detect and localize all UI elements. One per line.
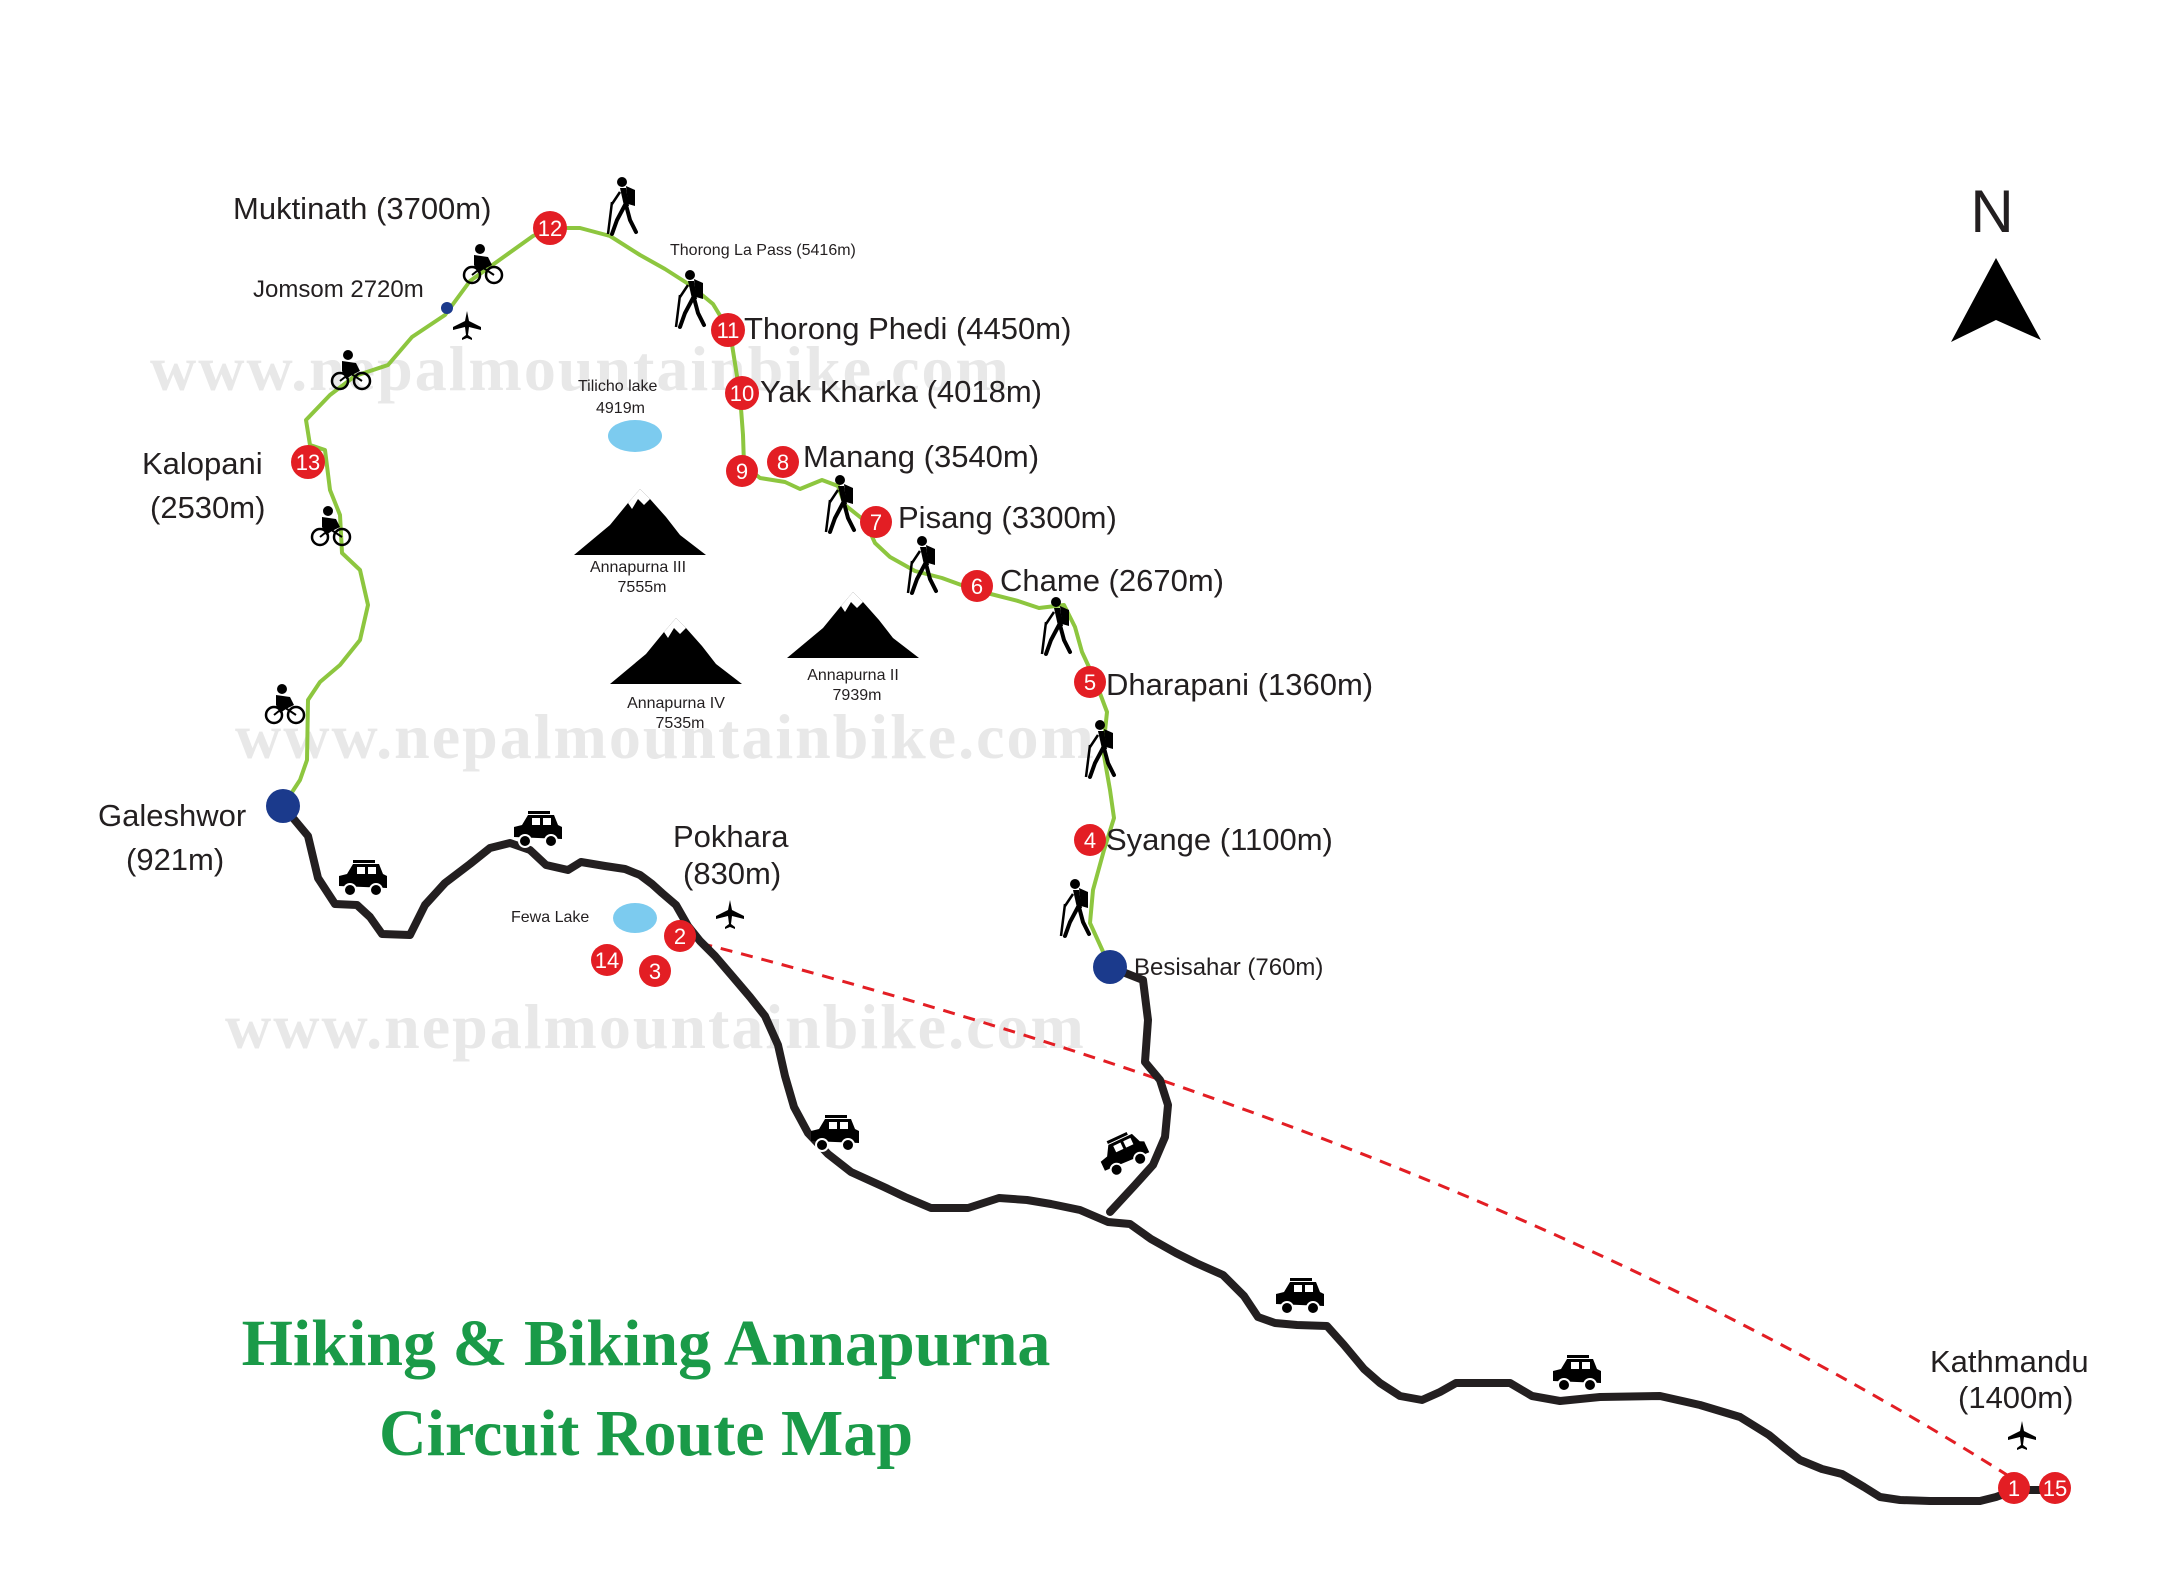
label-thorong-la: Thorong La Pass (5416m) [670,242,856,259]
cyclist-icon [310,504,352,547]
svg-text:9: 9 [736,459,748,484]
label-kalopani: Kalopani [142,446,263,481]
mountain-icon [787,592,919,658]
day-marker: 9 [726,455,758,487]
svg-text:7: 7 [870,510,882,535]
jeep-icon [338,859,388,897]
mountain-icon [610,618,742,684]
day-marker: 12 [533,211,567,245]
label-tilicho-alt: 4919m [596,400,645,417]
svg-text:11: 11 [717,318,740,343]
north-arrow-icon [1951,258,2041,342]
svg-text:10: 10 [730,381,754,406]
map-title-line1: Hiking & Biking Annapurna [242,1307,1051,1380]
hiker-icon [906,534,938,595]
tilicho-lake-icon [608,420,662,452]
label-tilicho: Tilicho lake [578,378,658,395]
label-yak-kharka: Yak Kharka (4018m) [760,374,1042,409]
label-manang: Manang (3540m) [803,439,1039,474]
label-galeshwor: Galeshwor [98,798,246,833]
svg-text:6: 6 [971,574,983,599]
airplane-icon [716,900,744,929]
mountain-icon [574,489,706,555]
label-dharapani: Dharapani (1360m) [1106,667,1373,702]
label-kathmandu-alt: (1400m) [1958,1380,2073,1415]
day-marker: 5 [1074,666,1106,698]
label-annapurna-iv: Annapurna IV [627,695,725,712]
road-besisahar [1106,963,1172,1216]
label-muktinath: Muktinath (3700m) [233,191,491,226]
label-galeshwor-alt: (921m) [126,842,224,877]
label-pokhara-alt: (830m) [683,856,781,891]
day-marker: 11 [711,313,745,347]
jeep-icon [810,1114,860,1152]
day-marker: 14 [591,944,623,976]
fewa-lake-icon [613,903,657,933]
day-marker: 6 [961,570,993,602]
day-marker: 4 [1074,824,1106,856]
label-fewa-lake: Fewa Lake [511,909,589,926]
watermark-2: www.nepalmountainbike.com [235,701,1096,772]
day-marker: 3 [639,955,671,987]
label-pokhara: Pokhara [673,819,789,854]
map-title-line2: Circuit Route Map [379,1397,913,1470]
besisahar-hub [1093,950,1127,984]
flight-route [679,936,2016,1482]
hiker-icon [1059,877,1091,938]
svg-text:3: 3 [649,959,661,984]
day-marker: 2 [664,920,696,952]
label-annapurna-iii: Annapurna III [590,559,686,576]
road-pokhara-kathmandu [279,802,2054,1505]
day-marker: 10 [725,376,759,410]
label-chame: Chame (2670m) [1000,563,1224,598]
svg-text:13: 13 [296,450,320,475]
jomsom-dot [441,302,453,314]
jeep-icon [513,810,563,848]
label-syange: Syange (1100m) [1106,822,1333,857]
svg-text:8: 8 [777,450,789,475]
svg-text:15: 15 [2043,1476,2067,1501]
watermark-3: www.nepalmountainbike.com [225,991,1086,1062]
day-marker: 15 [2039,1472,2071,1504]
svg-text:4: 4 [1084,828,1096,853]
jeep-icon [1552,1354,1602,1392]
label-pisang: Pisang (3300m) [898,500,1117,535]
label-annapurna-ii-height: 7939m [833,687,882,704]
svg-text:2: 2 [674,924,686,949]
label-besisahar: Besisahar (760m) [1134,954,1323,981]
galeshwor-hub [266,789,300,823]
day-marker: 1 [1998,1472,2030,1504]
label-annapurna-ii: Annapurna II [807,667,899,684]
svg-text:14: 14 [595,948,619,973]
day-marker: 8 [767,446,799,478]
day-marker: 7 [860,506,892,538]
jeep-icon [1275,1277,1325,1315]
label-annapurna-iii-height: 7555m [618,579,667,596]
watermark-1: www.nepalmountainbike.com [150,333,1011,404]
north-label: N [1970,178,2013,245]
label-kathmandu: Kathmandu [1930,1344,2089,1379]
airplane-icon [2008,1421,2036,1450]
label-thorong-phedi: Thorong Phedi (4450m) [744,311,1071,346]
hiker-icon [606,175,638,236]
svg-text:5: 5 [1084,670,1096,695]
svg-text:12: 12 [538,216,562,241]
day-marker: 13 [291,445,325,479]
label-kalopani-alt: (2530m) [150,490,265,525]
svg-text:1: 1 [2008,1476,2020,1501]
label-jomsom: Jomsom 2720m [253,276,424,303]
label-annapurna-iv-height: 7535m [656,715,705,732]
